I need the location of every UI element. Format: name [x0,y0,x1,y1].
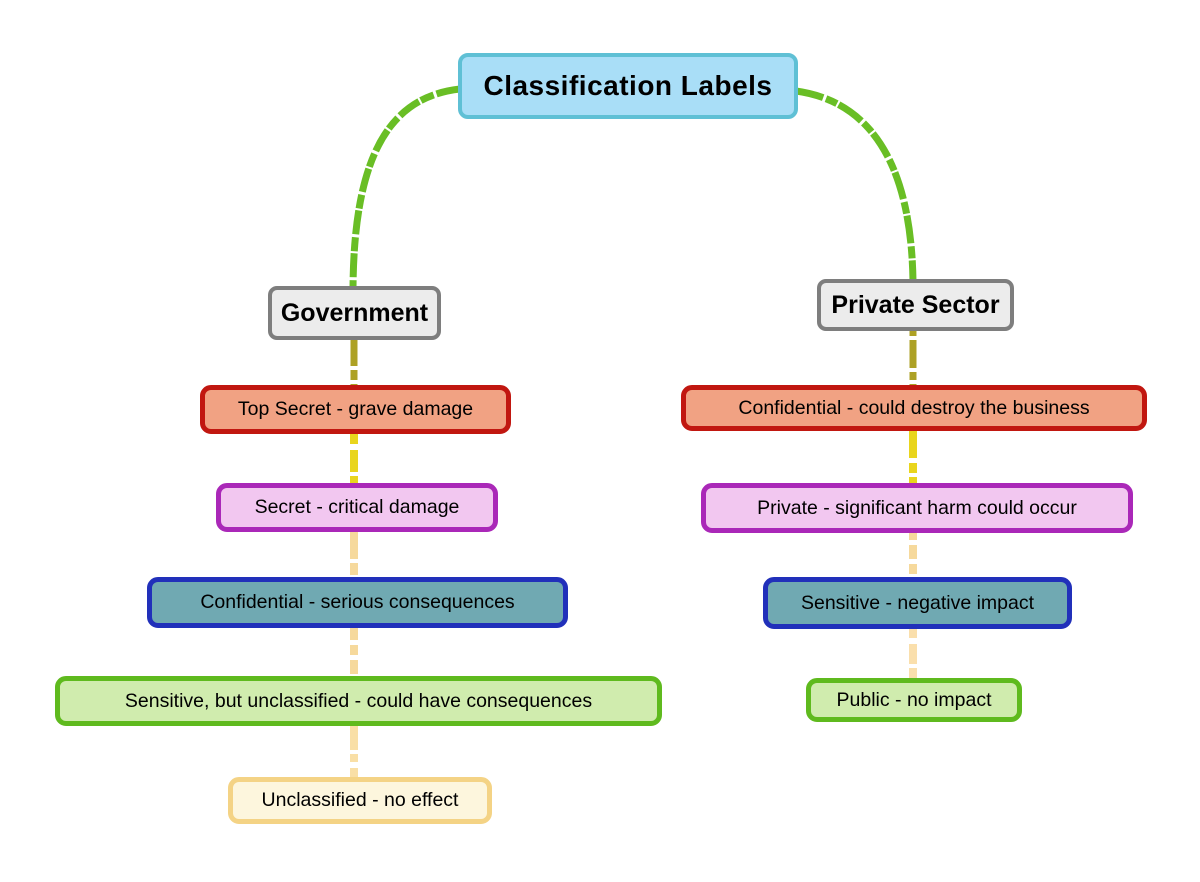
node-sensitive-but-unclassified[interactable]: Sensitive, but unclassified - could have… [55,676,662,726]
node-confidential-government[interactable]: Confidential - serious consequences [147,577,568,628]
node-public-label: Public - no impact [836,688,992,711]
node-sensitive[interactable]: Sensitive - negative impact [763,577,1072,629]
link-root-to-private-sector [795,87,917,282]
node-unclassified[interactable]: Unclassified - no effect [228,777,492,824]
node-private-sector[interactable]: Private Sector [817,279,1014,331]
node-top-secret[interactable]: Top Secret - grave damage [200,385,511,434]
node-government[interactable]: Government [268,286,441,340]
node-private[interactable]: Private - significant harm could occur [701,483,1133,533]
node-top-secret-label: Top Secret - grave damage [237,398,474,420]
node-classification-labels-label: Classification Labels [483,70,773,101]
node-confidential-private-label: Confidential - could destroy the busines… [738,396,1090,419]
node-secret-label: Secret - critical damage [254,496,460,518]
node-sensitive-but-unclassified-label: Sensitive, but unclassified - could have… [124,689,593,712]
node-secret[interactable]: Secret - critical damage [216,483,498,532]
node-sensitive-label: Sensitive - negative impact [800,591,1035,614]
node-private-sector-label: Private Sector [831,290,1000,319]
node-confidential-government-label: Confidential - serious consequences [200,591,515,613]
link-root-to-government [349,85,461,289]
node-government-label: Government [280,298,429,327]
node-unclassified-label: Unclassified - no effect [261,789,459,811]
node-public[interactable]: Public - no impact [806,678,1022,722]
node-confidential-private[interactable]: Confidential - could destroy the busines… [681,385,1147,431]
node-classification-labels[interactable]: Classification Labels [458,53,798,119]
node-private-label: Private - significant harm could occur [757,496,1077,519]
